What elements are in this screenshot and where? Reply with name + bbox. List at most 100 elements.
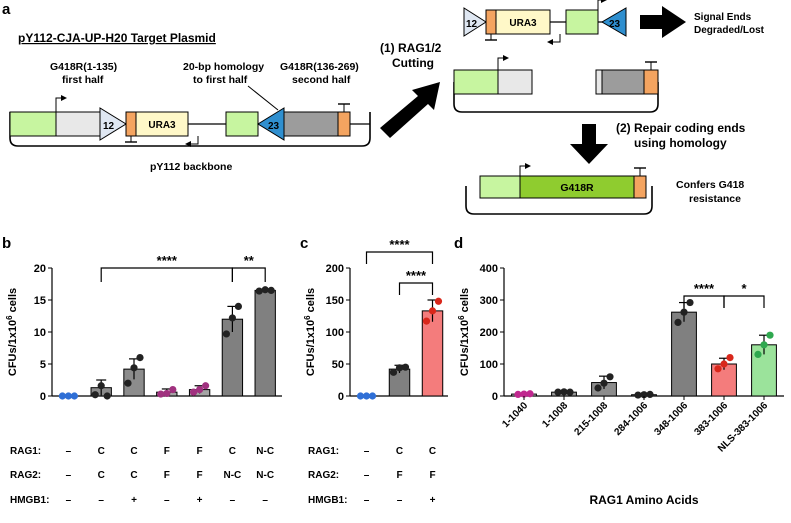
row-value: C (98, 446, 105, 457)
homology-label-2: to first half (193, 74, 248, 86)
bar (671, 311, 697, 397)
data-point (395, 364, 404, 372)
confers-label-1: Confers G418 (676, 179, 744, 191)
degrade-arrow-icon (640, 6, 686, 38)
row-label-hmgb1: HMGB1: (10, 495, 49, 506)
data-point (91, 391, 99, 399)
significance-label: ** (244, 253, 255, 268)
y-tick-label: 0 (338, 391, 344, 403)
step2-label-1: (2) Repair coding ends (616, 121, 746, 135)
cut-plasmid-line (453, 82, 659, 113)
ura3-label: URA3 (148, 120, 176, 131)
row-value: N-C (224, 470, 242, 481)
homology-block (225, 111, 259, 137)
data-point (606, 373, 614, 381)
excised-ura3-block (495, 9, 551, 35)
data-point (136, 354, 144, 362)
data-point (428, 307, 437, 315)
repair-arrow-icon (570, 124, 608, 164)
panel-c-letter: c (300, 235, 308, 252)
data-point (714, 365, 722, 373)
repaired-plasmid-line (465, 186, 653, 215)
panel-a-letter: a (2, 1, 11, 18)
y-axis-label: CFUs/1x106 cells (457, 288, 471, 376)
backbone-label: pY112 backbone (150, 161, 232, 173)
signal-ends-label-1: Signal Ends (694, 12, 752, 23)
row-value: – (164, 495, 170, 506)
y-tick-label: 100 (480, 359, 498, 371)
data-point (267, 286, 275, 294)
data-point (600, 379, 608, 387)
g418-first-half-block (55, 111, 101, 137)
significance-label: **** (406, 268, 427, 283)
data-point (766, 331, 774, 339)
row-label-rag1: RAG1: (308, 446, 339, 457)
y-tick-label: 15 (34, 295, 46, 307)
data-point (560, 388, 568, 396)
bar (254, 289, 276, 397)
homology-pointer (247, 85, 279, 111)
data-point (261, 286, 269, 294)
data-point (228, 314, 236, 322)
y-tick-label: 200 (480, 327, 498, 339)
data-point (58, 392, 66, 400)
panel-a: a pY112-CJA-UP-H20 Target Plasmid 12 URA… (2, 0, 765, 215)
g418r-label: G418R (560, 182, 594, 194)
significance-bracket (365, 251, 434, 264)
y-tick-label: 200 (326, 263, 344, 275)
row-value: C (429, 446, 436, 457)
data-point (640, 391, 648, 399)
y-tick-label: 100 (326, 327, 344, 339)
data-point (356, 392, 365, 400)
panel-d-letter: d (454, 235, 463, 252)
row-label-rag1: RAG1: (10, 446, 41, 457)
row-value: F (197, 470, 203, 481)
rss12-label: 12 (103, 121, 115, 132)
data-point (674, 318, 682, 326)
data-point (103, 392, 111, 400)
row-value: F (429, 470, 435, 481)
rss23-label: 23 (268, 121, 280, 132)
panel-b-letter: b (2, 235, 11, 252)
y-tick-label: 150 (326, 295, 344, 307)
row-value: C (130, 470, 137, 481)
data-point (686, 298, 694, 307)
row-value: F (164, 470, 170, 481)
row-label-hmgb1: HMGB1: (308, 495, 347, 506)
significance-bracket (100, 267, 233, 282)
row-value: – (66, 495, 72, 506)
row-value: – (364, 495, 370, 506)
data-point (362, 392, 371, 400)
y-tick-label: 400 (480, 263, 498, 275)
x-tick-label: 1-1040 (500, 400, 530, 430)
row-value: – (66, 446, 72, 457)
orange-block-1 (125, 111, 137, 137)
row-value: – (262, 495, 268, 506)
row-value: – (364, 470, 370, 481)
data-point (169, 386, 177, 394)
significance-label: **** (694, 281, 715, 296)
data-point (434, 297, 443, 305)
data-point (594, 384, 602, 392)
signal-ends-label-2: Degraded/Lost (694, 25, 765, 36)
row-value: + (197, 495, 203, 506)
data-point (401, 363, 410, 371)
orange-block-2 (337, 111, 351, 137)
data-point (222, 330, 230, 338)
row-value: + (131, 495, 137, 506)
data-point (163, 389, 171, 398)
data-point (754, 350, 762, 358)
data-point (726, 354, 734, 362)
excised-rss12-label: 12 (466, 19, 478, 30)
excised-ura3-label: URA3 (509, 18, 537, 29)
y-tick-label: 300 (480, 295, 498, 307)
row-value: C (98, 470, 105, 481)
promoter-block-1 (9, 111, 57, 137)
row-label-rag2: RAG2: (10, 470, 41, 481)
y-axis-label: CFUs/1x106 cells (303, 288, 317, 376)
row-value: – (66, 470, 72, 481)
reverse-promoter-arrow-icon (185, 136, 199, 147)
data-point (520, 390, 528, 398)
